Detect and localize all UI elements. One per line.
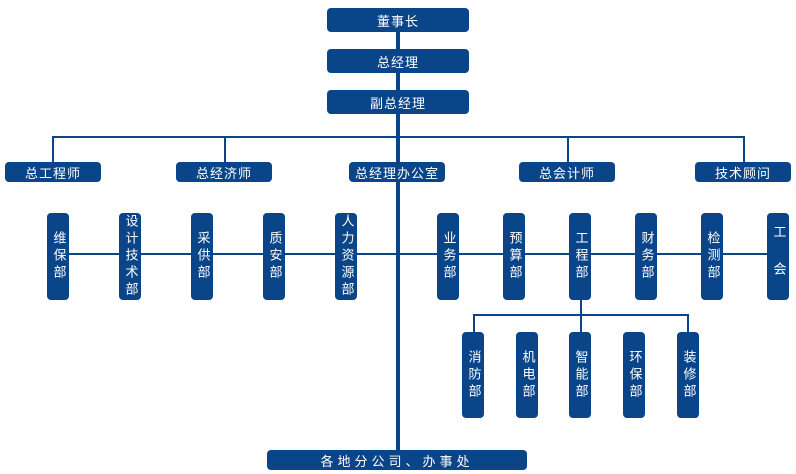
dept-business[interactable]: 业务部 <box>437 213 459 300</box>
general-manager-box[interactable]: 总经理 <box>327 49 469 73</box>
drop-line <box>743 136 745 162</box>
dept-intelligent[interactable]: 智能部 <box>569 332 591 418</box>
dept-fire[interactable]: 消防部 <box>462 332 484 418</box>
chief-engineer-box[interactable]: 总工程师 <box>5 162 101 182</box>
labor-union[interactable]: 工会 <box>767 213 789 300</box>
dept-electromechanical[interactable]: 机电部 <box>516 332 538 418</box>
dept-procurement[interactable]: 采供部 <box>191 213 213 300</box>
gm-office-box[interactable]: 总经理办公室 <box>349 162 445 182</box>
drop-line <box>687 314 689 332</box>
dept-quality-safety[interactable]: 质安部 <box>263 213 285 300</box>
trunk-line <box>396 32 400 452</box>
engineering-drop <box>580 300 582 332</box>
dept-inspection[interactable]: 检测部 <box>701 213 723 300</box>
dept-engineering[interactable]: 工程部 <box>569 213 591 300</box>
dept-decoration[interactable]: 装修部 <box>677 332 699 418</box>
level3-connector <box>58 253 778 255</box>
dept-environmental[interactable]: 环保部 <box>623 332 645 418</box>
dept-design-tech[interactable]: 设计技术部 <box>119 213 141 300</box>
drop-line <box>473 314 475 332</box>
dept-budget[interactable]: 预算部 <box>503 213 525 300</box>
branch-offices-box[interactable]: 各地分公司、办事处 <box>267 450 527 470</box>
dept-maintenance[interactable]: 维保部 <box>47 213 69 300</box>
level2-connector <box>52 136 745 138</box>
drop-line <box>567 136 569 162</box>
dept-finance[interactable]: 财务部 <box>635 213 657 300</box>
drop-line <box>52 136 54 162</box>
chief-accountant-box[interactable]: 总会计师 <box>519 162 615 182</box>
deputy-general-manager-box[interactable]: 副总经理 <box>327 90 469 114</box>
chief-economist-box[interactable]: 总经济师 <box>176 162 272 182</box>
chairman-box[interactable]: 董事长 <box>327 8 469 32</box>
dept-hr[interactable]: 人力资源部 <box>335 213 357 300</box>
level4-connector <box>473 314 689 316</box>
technical-advisor-box[interactable]: 技术顾问 <box>695 162 791 182</box>
drop-line <box>224 136 226 162</box>
